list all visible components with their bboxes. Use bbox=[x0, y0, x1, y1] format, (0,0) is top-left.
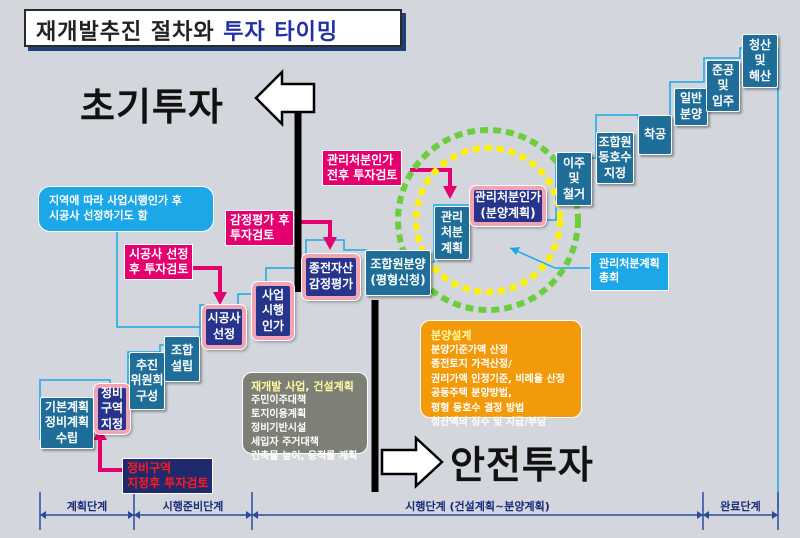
sale-note-line: 공동주택 분양방법, bbox=[431, 388, 512, 400]
mgmt-arrow bbox=[410, 168, 452, 190]
step-start: 착공 bbox=[638, 115, 672, 155]
sale-note-line: 권리가액 인정기준, 비례율 산정 bbox=[431, 373, 565, 385]
mgmt-review-label: 관리처분인가 전후 투자검토 bbox=[322, 150, 403, 186]
inner-dashed-circle bbox=[413, 145, 563, 295]
safe-invest-heading: 안전투자 bbox=[450, 443, 594, 487]
step-move: 이주 및 철거 bbox=[556, 152, 592, 206]
title-part1: 재개발추진 절차와 bbox=[36, 20, 224, 45]
step-complete: 준공 및 입주 bbox=[706, 60, 740, 112]
title-box bbox=[24, 9, 402, 47]
step-designate: 조합원 동호수 지정 bbox=[596, 132, 634, 184]
plan-note: 재개발 사업, 건설계획 주민이주대책 토지이용계획 정비기반시설 세입자 주거… bbox=[242, 372, 368, 462]
plan-note-line: 건축물 높이, 용적률 계획 bbox=[251, 451, 358, 463]
early-arrow bbox=[254, 68, 316, 128]
plan-note-line: 토지이용계획 bbox=[251, 409, 307, 421]
step-approval: 사업 시행 인가 bbox=[251, 281, 295, 341]
early-invest-heading: 초기투자 bbox=[80, 85, 224, 129]
phase-label: 시행단계 (건설계획~분양계획) bbox=[405, 500, 550, 513]
contractor-review-label: 시공사 선정 후 투자검토 bbox=[124, 244, 194, 280]
plan-note-line: 주민이주대책 bbox=[251, 395, 307, 407]
mgmt-meeting-line bbox=[509, 247, 590, 269]
plan-note-line: 정비기반시설 bbox=[251, 423, 307, 435]
step-general-sale: 일반 분양 bbox=[674, 88, 708, 126]
sale-note: 분양설계 분양기준가액 산정 종전토지 가격산정/ 권리가액 인정기준, 비례율… bbox=[420, 320, 582, 428]
step-sale: 조합원분양 (평형신청) bbox=[365, 250, 431, 296]
zone-arrow bbox=[98, 436, 122, 472]
sale-note-line: 분양기준가액 산정 bbox=[431, 344, 509, 356]
sale-note-line: 종전토지 가격산정/ bbox=[431, 359, 512, 371]
safe-arrow bbox=[380, 435, 444, 489]
appraisal-arrow bbox=[298, 220, 332, 240]
sale-note-line: 청산액의 징수 및 지급/부담 bbox=[431, 417, 547, 429]
step-committee: 추진 위원회 구성 bbox=[129, 352, 165, 410]
step-liquidate: 청산 및 해산 bbox=[742, 34, 778, 88]
sale-note-title: 분양설계 bbox=[431, 329, 472, 342]
phase-label: 완료단계 bbox=[720, 500, 761, 513]
step-plan: 기본계획 정비계획 수립 bbox=[40, 397, 94, 449]
step-union: 조합 설립 bbox=[164, 336, 200, 382]
title-part2: 투자 타이밍 bbox=[223, 20, 339, 45]
plan-note-line: 세입자 주거대책 bbox=[251, 437, 319, 449]
step-mgmt: 관리 처분 계획 bbox=[434, 206, 470, 260]
plan-note-title: 재개발 사업, 건설계획 bbox=[251, 380, 354, 393]
sale-note-line: 평형 동호수 결정 방법 bbox=[431, 402, 525, 414]
step-mgmt-approval: 관리처분인가 (분양계획) bbox=[469, 185, 547, 227]
phase-label: 시행준비단계 bbox=[162, 500, 224, 513]
contractor-note-line bbox=[116, 222, 203, 328]
step-contractor: 시공사 선정 bbox=[201, 304, 247, 350]
staircase-line bbox=[39, 47, 779, 510]
appraisal-review-label: 감정평가 후 투자검토 bbox=[225, 210, 295, 246]
outer-dashed-circle bbox=[395, 127, 581, 313]
mgmt-meeting-label: 관리처분계획 총회 bbox=[590, 252, 669, 291]
zone-review-label: 정비구역 지정후 투자검토 bbox=[122, 458, 214, 494]
page-title: 재개발추진 절차와 투자 타이밍 bbox=[36, 14, 338, 46]
step-appraisal: 종전자산 감정평가 bbox=[301, 253, 361, 301]
phase-label: 계획단계 bbox=[66, 500, 108, 513]
contractor-note: 지역에 따라 사업시행인가 후 시공사 선정하기도 함 bbox=[38, 186, 214, 232]
step-zone: 정비 구역 지정 bbox=[93, 383, 131, 435]
